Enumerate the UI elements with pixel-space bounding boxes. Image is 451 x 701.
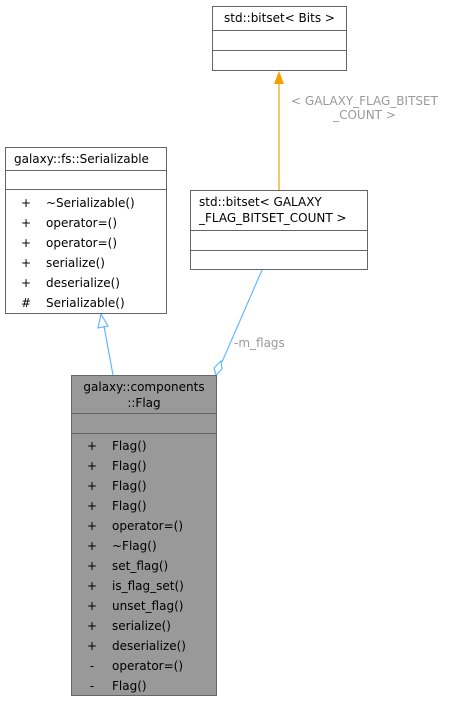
inheritance-arrowhead: [97, 312, 109, 329]
member-edge-label: -m_flags: [234, 336, 285, 350]
method-name: ~Serializable(): [46, 196, 135, 210]
method-row[interactable]: + ~Serializable(): [6, 193, 166, 213]
method-name: operator=(): [112, 519, 184, 533]
method-row[interactable]: + serialize(): [6, 253, 166, 273]
attributes-section: [191, 231, 367, 251]
method-row[interactable]: + set_flag(): [72, 556, 216, 576]
member-edge: [221, 269, 263, 363]
visibility-marker: +: [20, 276, 32, 290]
method-name: operator=(): [46, 216, 118, 230]
visibility-marker: -: [89, 679, 95, 693]
template-args-label: < GALAXY_FLAG_BITSET _COUNT >: [291, 94, 438, 122]
method-name: deserialize(): [112, 639, 186, 653]
inheritance-edge: [103, 325, 114, 376]
method-name: Flag(): [112, 679, 147, 693]
method-name: operator=(): [112, 659, 184, 673]
method-row[interactable]: + is_flag_set(): [72, 576, 216, 596]
method-name: Flag(): [112, 499, 147, 513]
method-row[interactable]: + unset_flag(): [72, 596, 216, 616]
method-name: is_flag_set(): [112, 579, 184, 593]
method-row[interactable]: + operator=(): [6, 213, 166, 233]
visibility-marker: +: [20, 216, 32, 230]
visibility-marker: +: [20, 196, 32, 210]
method-row[interactable]: + deserialize(): [6, 273, 166, 293]
visibility-marker: +: [20, 236, 32, 250]
method-row[interactable]: + operator=(): [72, 516, 216, 536]
template-instantiation-arrowhead: [274, 71, 284, 84]
class-box-flag[interactable]: galaxy::components ::Flag +Flag() +Flag(…: [71, 375, 217, 696]
visibility-marker: +: [86, 599, 98, 613]
method-row[interactable]: + ~Flag(): [72, 536, 216, 556]
visibility-marker: +: [86, 639, 98, 653]
method-row[interactable]: - operator=(): [72, 656, 216, 676]
visibility-marker: -: [89, 659, 95, 673]
methods-section: [191, 251, 367, 269]
method-row[interactable]: + Flag(): [72, 496, 216, 516]
method-name: unset_flag(): [112, 599, 184, 613]
visibility-marker: +: [86, 619, 98, 633]
method-row[interactable]: + Flag(): [72, 456, 216, 476]
method-row[interactable]: - Flag(): [72, 676, 216, 696]
visibility-marker: +: [86, 439, 98, 453]
class-box-bitset-template[interactable]: std::bitset< Bits >: [212, 6, 347, 71]
class-box-bitset-instance[interactable]: std::bitset< GALAXY _FLAG_BITSET_COUNT >: [190, 190, 368, 270]
attributes-section: [213, 31, 346, 51]
visibility-marker: +: [86, 479, 98, 493]
class-title: galaxy::fs::Serializable: [6, 148, 166, 171]
visibility-marker: +: [86, 579, 98, 593]
method-name: Flag(): [112, 439, 147, 453]
methods-section: + ~Serializable() + operator=() + operator=…: [6, 190, 166, 313]
visibility-marker: #: [20, 296, 32, 310]
method-name: operator=(): [46, 236, 118, 250]
visibility-marker: +: [86, 519, 98, 533]
method-row[interactable]: + operator=(): [6, 233, 166, 253]
class-box-serializable[interactable]: galaxy::fs::Serializable + ~Serializable(…: [5, 147, 167, 314]
attributes-section: [72, 414, 216, 434]
method-row[interactable]: + Flag(): [72, 436, 216, 456]
method-row[interactable]: + Flag(): [72, 476, 216, 496]
method-name: deserialize(): [46, 276, 120, 290]
attributes-section: [6, 171, 166, 190]
visibility-marker: +: [86, 499, 98, 513]
method-row[interactable]: # Serializable(): [6, 293, 166, 313]
method-name: serialize(): [46, 256, 105, 270]
visibility-marker: +: [20, 256, 32, 270]
method-name: serialize(): [112, 619, 171, 633]
method-name: set_flag(): [112, 559, 169, 573]
method-name: ~Flag(): [112, 539, 157, 553]
methods-section: [213, 51, 346, 70]
visibility-marker: +: [86, 559, 98, 573]
method-name: Flag(): [112, 459, 147, 473]
class-title: std::bitset< GALAXY _FLAG_BITSET_COUNT >: [191, 191, 367, 231]
method-row[interactable]: + deserialize(): [72, 636, 216, 656]
member-diamond-icon: [213, 359, 223, 377]
visibility-marker: +: [86, 539, 98, 553]
visibility-marker: +: [86, 459, 98, 473]
methods-section: + Flag() + Flag() + Flag() + Flag() + operato…: [72, 434, 216, 696]
method-name: Serializable(): [46, 296, 125, 310]
class-title: galaxy::components ::Flag: [72, 376, 216, 414]
method-row[interactable]: + serialize(): [72, 616, 216, 636]
class-title: std::bitset< Bits >: [213, 7, 346, 31]
method-name: Flag(): [112, 479, 147, 493]
